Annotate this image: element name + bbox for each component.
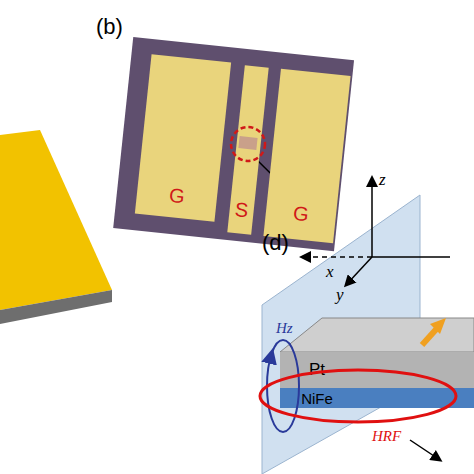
electrode-pad: G: [135, 54, 231, 221]
node-label: G: [168, 184, 186, 209]
text-label: x: [326, 262, 334, 282]
z-axis: [371, 178, 373, 257]
film-layer: Pt: [280, 352, 474, 388]
magnetization-head: [430, 318, 446, 334]
magnetization-arrow: [422, 325, 440, 345]
hz-arrow: [270, 352, 272, 360]
y-axis: [346, 257, 372, 285]
text-label: Hz: [276, 320, 293, 337]
text-label: HRF: [372, 428, 401, 445]
gold-slab: [0, 130, 112, 310]
x-axis: [302, 256, 372, 258]
text-label: z: [379, 170, 386, 190]
text-label: y: [336, 285, 344, 305]
axis-line: [372, 256, 450, 258]
photo-background: [113, 37, 354, 251]
node-label: G: [292, 202, 310, 227]
substrate-edge: [0, 290, 112, 324]
node-label: S: [234, 198, 250, 222]
node-label: NiFe: [301, 390, 333, 407]
bar-top-face: [280, 318, 474, 352]
current-arrow: [410, 440, 440, 460]
text-label: (b): [96, 14, 123, 40]
film-layer: NiFe: [280, 388, 474, 408]
text-label: (d): [262, 230, 289, 256]
node-label: Pt: [309, 360, 325, 380]
